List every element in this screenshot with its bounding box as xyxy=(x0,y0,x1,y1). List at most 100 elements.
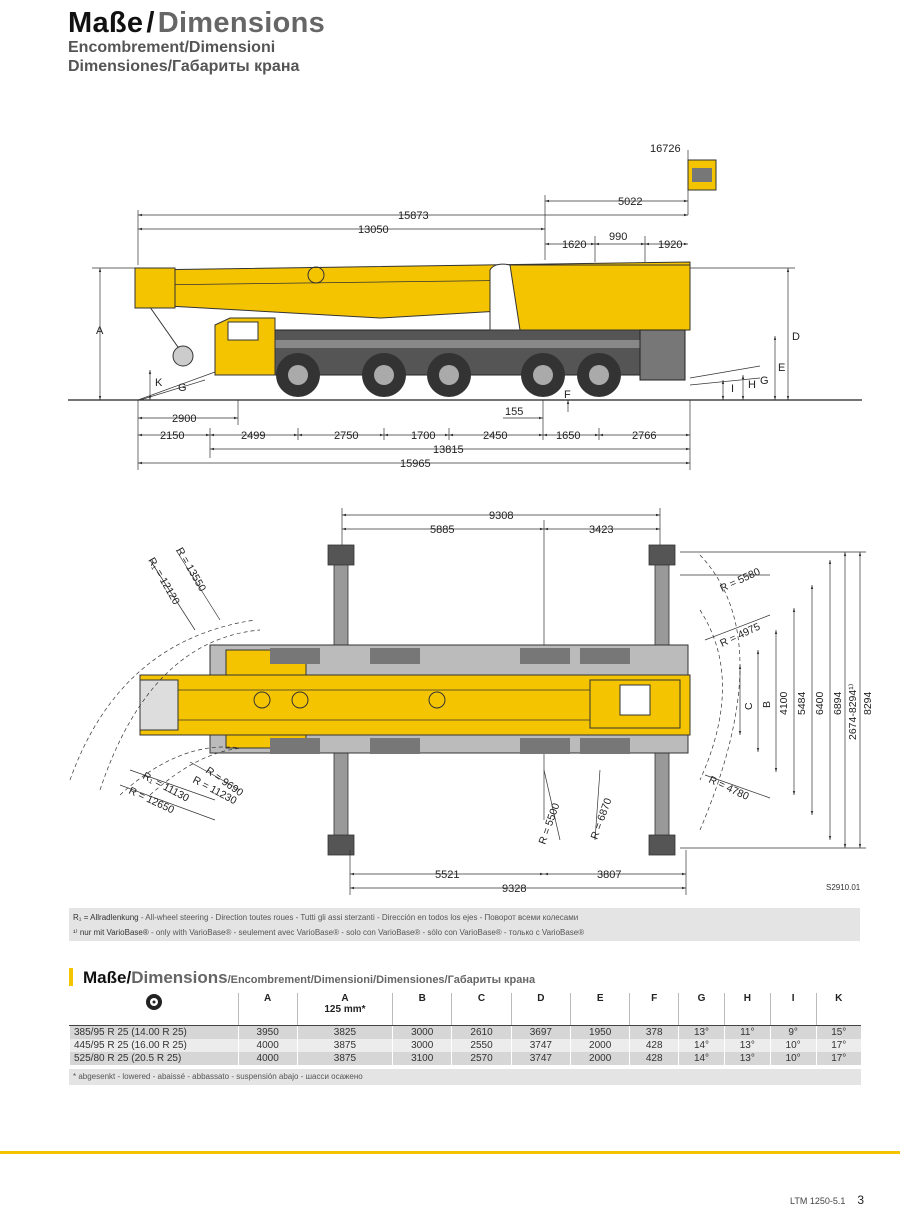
page-number: 3 xyxy=(857,1193,865,1207)
letter-A: A xyxy=(96,325,104,337)
dim-13815: 13815 xyxy=(433,444,464,456)
top-view-drawing: 9308 5885 3423 xyxy=(69,508,874,895)
letter-G-right: G xyxy=(760,375,769,387)
top-view-bottom-dimensions xyxy=(349,850,687,895)
table-cell: 3000 xyxy=(392,1025,452,1039)
table-cell: 385/95 R 25 (14.00 R 25) xyxy=(69,1025,238,1039)
table-cell: 428 xyxy=(629,1038,679,1052)
dim-5484: 5484 xyxy=(796,691,808,715)
radius-5500: R = 5500 xyxy=(537,801,563,846)
table-cell: 3100 xyxy=(392,1051,452,1065)
dim-2499: 2499 xyxy=(241,430,265,442)
col-F: F xyxy=(629,993,679,1026)
table-cell: 2570 xyxy=(451,1051,512,1065)
yellow-divider xyxy=(0,1151,900,1154)
radius-4780: R = 4780 xyxy=(707,774,751,803)
table-cell: 378 xyxy=(629,1025,679,1039)
table-cell: 14° xyxy=(678,1051,725,1065)
table-cell: 17° xyxy=(815,1051,861,1065)
table-cell: 2550 xyxy=(451,1038,512,1052)
dim-15873: 15873 xyxy=(398,210,429,222)
dim-9308: 9308 xyxy=(489,510,513,522)
dim-9328: 9328 xyxy=(502,883,526,895)
table-cell: 3747 xyxy=(510,1051,571,1065)
top-view-bottom-labels: 5521 3807 9328 xyxy=(435,869,621,895)
dim-2750: 2750 xyxy=(334,430,358,442)
col-I: I xyxy=(769,993,816,1026)
table-cell: 13° xyxy=(678,1025,725,1039)
dim-2766: 2766 xyxy=(632,430,656,442)
table-cell: 2610 xyxy=(451,1025,512,1039)
col-G: G xyxy=(678,993,725,1026)
table-cell: 3000 xyxy=(392,1038,452,1052)
crane-side-illustration xyxy=(134,159,717,397)
table-cell: 11° xyxy=(723,1025,771,1039)
accent-bar xyxy=(69,968,73,986)
table-cell: 17° xyxy=(815,1038,861,1052)
side-view-drawing: 16726 5022 15873 13050 1620 990 1920 A K… xyxy=(68,143,862,470)
side-bottom-dimensions xyxy=(137,400,691,470)
notes-panel: R₁ = Allradlenkung - All-wheel steering … xyxy=(69,908,860,941)
dim-13050: 13050 xyxy=(358,224,389,236)
table-cell: 3825 xyxy=(296,1025,393,1039)
dim-2150: 2150 xyxy=(160,430,184,442)
table-cell: 1950 xyxy=(570,1025,630,1039)
crane-top-illustration xyxy=(139,644,691,754)
note-all-wheel-steering: R₁ = Allradlenkung - All-wheel steering … xyxy=(73,913,579,922)
radius-5580: R = 5580 xyxy=(718,566,762,595)
table-footnote: * abgesenkt - lowered - abaissé - abbass… xyxy=(69,1069,861,1085)
side-bottom-dim-labels: 2900 155 2150 2499 2750 1700 2450 1650 2… xyxy=(160,406,656,470)
side-top-dimensions xyxy=(92,150,795,412)
dim-2900: 2900 xyxy=(172,413,196,425)
drawing-code: S2910.01 xyxy=(826,883,861,892)
table-cell: 428 xyxy=(629,1051,679,1065)
dim-1620: 1620 xyxy=(562,239,586,251)
radius-leader-lines xyxy=(119,549,771,841)
tyre-icon xyxy=(145,994,162,1010)
table-cell: 4000 xyxy=(237,1038,298,1052)
letter-G-left: G xyxy=(178,382,187,394)
dimensions-table-title: Maße/Dimensions/Encombrement/Dimensioni/… xyxy=(69,968,535,988)
table-cell: 2000 xyxy=(570,1038,630,1052)
col-H: H xyxy=(723,993,771,1026)
table-cell: 3747 xyxy=(510,1038,571,1052)
letter-D: D xyxy=(792,331,800,343)
dim-B: B xyxy=(761,701,773,708)
table-cell: 3950 xyxy=(237,1025,298,1039)
col-B: B xyxy=(392,993,452,1026)
wheels xyxy=(276,353,621,397)
table-cell: 4000 xyxy=(237,1051,298,1065)
table-cell: 13° xyxy=(723,1038,771,1052)
dim-6894: 6894 xyxy=(832,691,844,715)
letter-I: I xyxy=(731,383,734,395)
dim-2450: 2450 xyxy=(483,430,507,442)
dim-5521: 5521 xyxy=(435,869,459,881)
dim-5022: 5022 xyxy=(618,196,642,208)
tyre-icon-header xyxy=(69,993,238,1026)
dim-C: C xyxy=(743,702,755,710)
table-cell: 13° xyxy=(723,1051,771,1065)
col-C: C xyxy=(451,993,512,1026)
dim-3423: 3423 xyxy=(589,524,613,536)
model-code: LTM 1250-5.1 xyxy=(790,1196,846,1206)
note-variobase: ¹⁾ nur mit VarioBase® - only with VarioB… xyxy=(73,928,585,937)
dim-990: 990 xyxy=(609,231,627,243)
table-cell: 15° xyxy=(815,1025,861,1039)
dim-1700: 1700 xyxy=(411,430,435,442)
letter-H: H xyxy=(748,379,756,391)
table-cell: 3697 xyxy=(510,1025,571,1039)
dim-5885: 5885 xyxy=(430,524,454,536)
table-cell: 3875 xyxy=(296,1038,393,1052)
radius-4975: R = 4975 xyxy=(718,621,762,650)
dim-2674-8294: 2674-8294¹⁾ xyxy=(847,683,859,740)
table-cell: 3875 xyxy=(296,1051,393,1065)
top-view-top-dim-labels: 9308 5885 3423 xyxy=(430,510,613,536)
letter-F: F xyxy=(564,389,571,401)
letter-K: K xyxy=(155,377,163,389)
top-view-right-dimensions xyxy=(680,551,866,849)
